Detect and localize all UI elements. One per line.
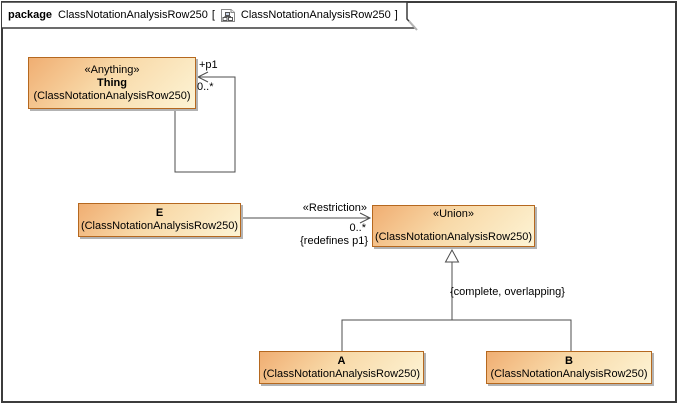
class-a-name: A: [337, 354, 346, 367]
open-arrowhead: [196, 71, 209, 83]
class-b-name: B: [565, 354, 573, 367]
frame-header-tab[interactable]: [2, 1, 417, 29]
open-arrowhead: [359, 212, 372, 224]
frame-diagram-name: ClassNotationAnalysisRow250: [240, 9, 391, 21]
class-union[interactable]: «Union» (ClassNotationAnalysisRow250): [372, 205, 535, 247]
class-thing[interactable]: «Anything» Thing (ClassNotationAnalysisR…: [28, 57, 196, 109]
hollow-triangle-arrowhead: [444, 248, 460, 263]
generalization-constraint-label[interactable]: {complete, overlapping}: [450, 286, 565, 298]
class-thing-owner: (ClassNotationAnalysisRow250): [33, 89, 191, 102]
class-thing-stereotype: «Anything»: [84, 63, 140, 76]
class-a[interactable]: A (ClassNotationAnalysisRow250): [259, 351, 424, 384]
frame-bracket-close: ]: [394, 9, 398, 21]
frame-keyword: package: [8, 9, 53, 21]
tab-shadow: [408, 20, 418, 31]
restriction-multiplicity-label[interactable]: 0..*: [349, 222, 366, 234]
restriction-association[interactable]: [241, 212, 372, 224]
class-e-name: E: [155, 207, 164, 219]
class-diagram-icon: [220, 8, 235, 22]
frame-bracket-open: [: [211, 9, 215, 21]
frame-package-name: ClassNotationAnalysisRow250: [58, 9, 208, 21]
restriction-stereotype-label[interactable]: «Restriction»: [302, 202, 367, 214]
self-association-multiplicity-label[interactable]: 0..*: [197, 81, 214, 93]
class-union-owner: (ClassNotationAnalysisRow250): [374, 231, 533, 243]
class-e-owner: (ClassNotationAnalysisRow250): [80, 220, 239, 232]
class-e[interactable]: E (ClassNotationAnalysisRow250): [78, 203, 241, 237]
self-association-p1[interactable]: [174, 71, 236, 173]
class-thing-name: Thing: [97, 76, 127, 89]
self-association-role-label[interactable]: +p1: [199, 59, 218, 71]
class-b-owner: (ClassNotationAnalysisRow250): [490, 367, 648, 380]
generalization-tree[interactable]: [341, 248, 572, 351]
class-union-stereotype: «Union»: [433, 208, 474, 220]
frame-header: package ClassNotationAnalysisRow250 [ Cl…: [8, 3, 398, 27]
class-a-owner: (ClassNotationAnalysisRow250): [262, 367, 421, 380]
class-b[interactable]: B (ClassNotationAnalysisRow250): [486, 351, 652, 384]
restriction-constraint-label[interactable]: {redefines p1}: [300, 235, 368, 247]
